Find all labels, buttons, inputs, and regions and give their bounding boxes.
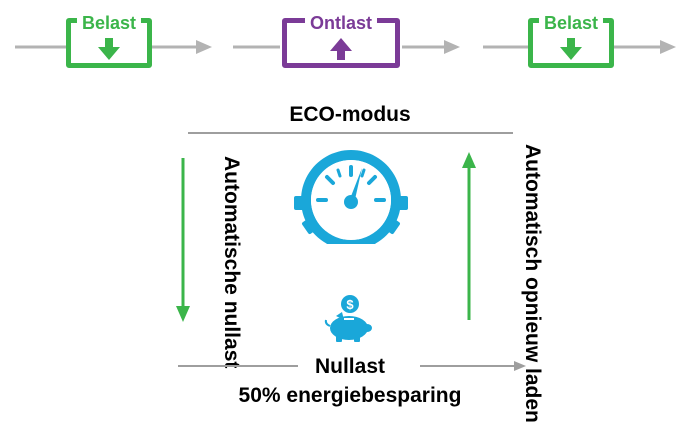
cycle-flow-lines (15, 40, 676, 54)
load-step-1: Belast (66, 13, 152, 68)
svg-text:$: $ (346, 297, 354, 312)
flow-arrow-3 (660, 40, 676, 54)
eco-mode-title: ECO-modus (289, 103, 411, 126)
arrow-down-icon (98, 38, 120, 60)
load-step-2-label: Belast (538, 13, 604, 33)
unload-step: Ontlast (282, 13, 400, 68)
load-step-1-label: Belast (76, 13, 142, 33)
flow-arrow-2 (444, 40, 460, 54)
arrow-down-icon (560, 38, 582, 60)
eco-divider (188, 132, 513, 134)
load-step-2: Belast (528, 13, 614, 68)
speedometer-gear-icon (294, 150, 408, 244)
energy-saving-label: 50% energiebesparing (238, 384, 462, 407)
idle-label: Nullast (314, 355, 385, 378)
down-arrow-icon (176, 158, 190, 322)
auto-reload-label: Automatisch opnieuw laden (521, 144, 544, 423)
arrow-up-icon (330, 38, 352, 60)
piggy-bank-icon: $ (324, 295, 372, 342)
auto-idle-label: Automatische nullast (220, 156, 243, 369)
idle-flow-line (178, 361, 526, 371)
up-arrow-icon (462, 152, 476, 320)
flow-arrow-1 (196, 40, 212, 54)
unload-step-label: Ontlast (304, 13, 378, 33)
